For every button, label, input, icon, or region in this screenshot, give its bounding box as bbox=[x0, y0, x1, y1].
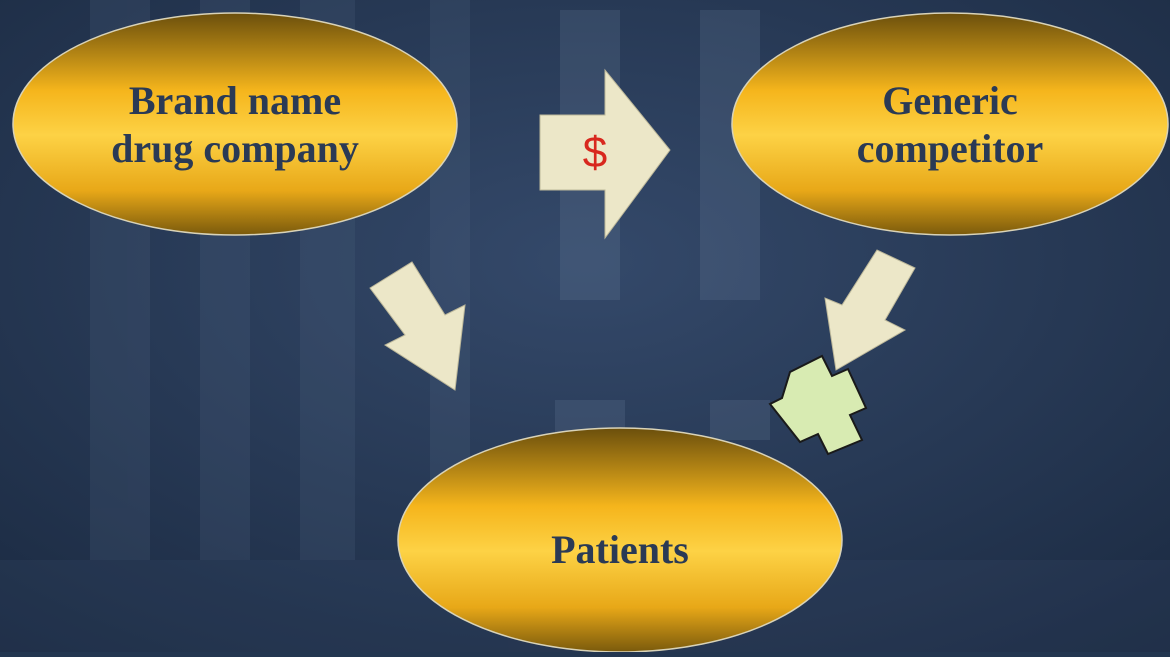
patients-node-ellipse bbox=[397, 427, 843, 653]
right-arrow-icon bbox=[539, 68, 671, 240]
brand-node-ellipse bbox=[12, 12, 458, 236]
down-right-arrow-icon bbox=[369, 261, 466, 391]
generic-node-ellipse bbox=[731, 12, 1169, 236]
dollar-sign: $ bbox=[582, 128, 608, 177]
plus-icon bbox=[768, 354, 868, 456]
down-left-arrow-icon bbox=[824, 249, 916, 371]
